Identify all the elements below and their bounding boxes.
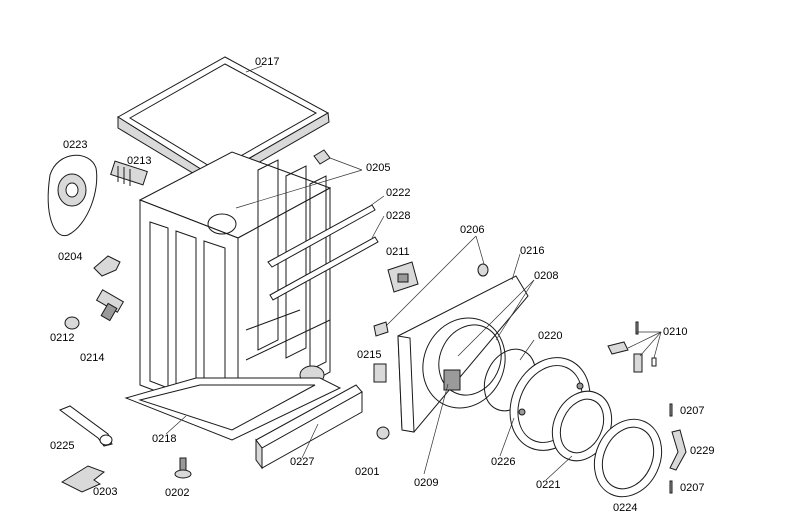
foot-part bbox=[174, 457, 192, 479]
part-label-0215: 0215 bbox=[357, 349, 382, 361]
part-label-0201: 0201 bbox=[355, 466, 380, 478]
part-label-0221: 0221 bbox=[536, 479, 561, 491]
part-label-0204: 0204 bbox=[58, 251, 83, 263]
part-label-0225: 0225 bbox=[50, 440, 75, 452]
latch-part bbox=[373, 321, 389, 383]
part-label-0213: 0213 bbox=[127, 155, 152, 167]
part-label-0202: 0202 bbox=[165, 487, 190, 499]
part-label-0226: 0226 bbox=[491, 456, 516, 468]
front-panel-part bbox=[397, 275, 529, 433]
door-handle-part bbox=[669, 429, 687, 471]
clip-part bbox=[93, 255, 121, 277]
part-label-0229: 0229 bbox=[690, 445, 715, 457]
part-label-0207-lower: 0207 bbox=[680, 482, 705, 494]
inner-door-ring-part bbox=[593, 418, 663, 498]
shock-absorber-part bbox=[95, 289, 125, 322]
part-label-0220: 0220 bbox=[538, 330, 563, 342]
part-label-0210: 0210 bbox=[663, 326, 688, 338]
hinge-set-part bbox=[607, 341, 657, 373]
rear-cover-part bbox=[47, 154, 98, 237]
part-label-0217: 0217 bbox=[255, 56, 280, 68]
plinth-part bbox=[255, 384, 363, 470]
base-plate-part bbox=[124, 377, 342, 441]
bracket-part bbox=[60, 465, 105, 493]
pin-part bbox=[635, 321, 673, 494]
part-label-0214: 0214 bbox=[80, 352, 105, 364]
part-label-0228: 0228 bbox=[386, 210, 411, 222]
knob-part bbox=[376, 426, 390, 440]
hinge-clip-part bbox=[313, 149, 331, 165]
bolt-part bbox=[64, 316, 80, 330]
part-label-0203: 0203 bbox=[93, 486, 118, 498]
part-label-0206: 0206 bbox=[460, 224, 485, 236]
part-label-0207-upper: 0207 bbox=[680, 405, 705, 417]
part-label-0216: 0216 bbox=[520, 245, 545, 257]
wrench-tool-part bbox=[58, 405, 113, 447]
part-label-0224: 0224 bbox=[613, 502, 638, 514]
part-label-0223: 0223 bbox=[63, 139, 88, 151]
part-label-0222: 0222 bbox=[386, 187, 411, 199]
part-label-0212: 0212 bbox=[50, 332, 75, 344]
part-label-0211: 0211 bbox=[386, 246, 410, 258]
part-label-0208: 0208 bbox=[534, 270, 559, 282]
spring-part bbox=[110, 160, 148, 186]
cam-part bbox=[477, 263, 489, 277]
brace-part bbox=[267, 204, 379, 301]
leader-lines bbox=[165, 65, 662, 481]
part-label-0209: 0209 bbox=[414, 477, 439, 489]
part-label-0227: 0227 bbox=[290, 456, 315, 468]
door-lock-part bbox=[387, 261, 419, 293]
part-label-0205: 0205 bbox=[366, 162, 391, 174]
part-label-0218: 0218 bbox=[152, 433, 177, 445]
